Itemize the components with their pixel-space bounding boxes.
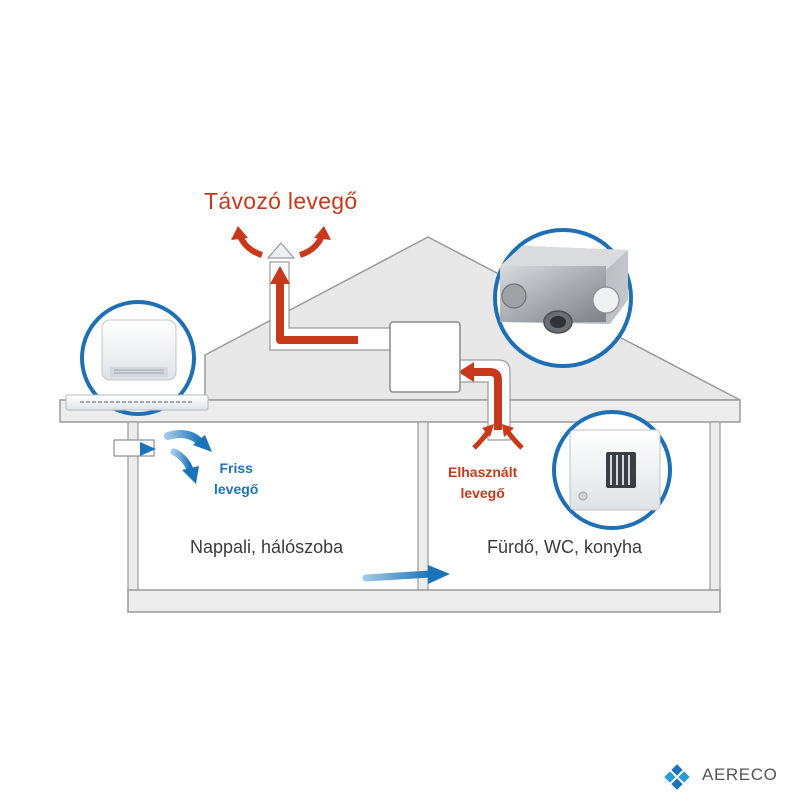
transfer-air-arrowhead	[428, 565, 450, 584]
duct-port-right	[592, 286, 620, 314]
extract-inlet-arrowhead-left	[482, 424, 494, 437]
floor-slab	[127, 589, 721, 613]
exhaust-arrowhead-left	[231, 226, 248, 240]
extract-inlet-arrow-right	[506, 430, 524, 450]
center-wall	[417, 421, 429, 593]
ventilation-unit-callout	[493, 228, 633, 368]
duct-port-left	[501, 283, 527, 309]
room-label-living: Nappali, hálószoba	[190, 537, 344, 557]
ventilation-unit	[389, 321, 461, 393]
extract-inlet-arrow-left	[472, 430, 490, 450]
aereco-logo-icon	[664, 764, 690, 790]
exhaust-flow-arrow	[276, 280, 358, 344]
right-wall	[709, 421, 721, 593]
exhaust-flow-arrowhead	[270, 266, 290, 284]
fresh-air-label: Friss levegő	[214, 458, 258, 500]
room-label-wet: Fürdő, WC, konyha	[487, 537, 643, 557]
exhaust-arrow-right	[299, 234, 325, 258]
fresh-air-swoosh-lower	[170, 448, 194, 474]
exhaust-air-label: Távozó levegő	[204, 188, 358, 214]
extract-inlet-arrowhead-right	[502, 424, 514, 437]
extract-flow-arrow	[470, 368, 502, 430]
fresh-air-label-line1: Friss	[219, 460, 253, 476]
exhaust-arrowhead-right	[314, 226, 331, 240]
air-inlet-callout	[80, 300, 196, 416]
fresh-air-swoosh-upper	[164, 430, 204, 446]
fresh-air-swoosh-upper-head	[193, 435, 212, 452]
used-air-label-line2: levegő	[460, 485, 505, 501]
fresh-air-inlet-arrowhead	[140, 442, 156, 456]
roof-outlet	[266, 242, 296, 259]
used-air-label: Elhasznált levegő	[448, 462, 517, 504]
sensor-indicator	[578, 491, 588, 501]
transfer-air-arrow	[362, 570, 434, 582]
brand-name: AERECO	[702, 765, 778, 784]
ceiling-band	[59, 399, 741, 423]
extract-flow-arrowhead	[458, 362, 474, 382]
air-inlet-grille	[110, 367, 168, 377]
exhaust-arrow-left	[237, 234, 263, 258]
fresh-air-swoosh-lower-head	[182, 466, 199, 484]
fresh-air-label-line2: levegő	[214, 481, 259, 497]
extract-grille-callout	[552, 410, 672, 530]
used-air-label-line1: Elhasznált	[448, 464, 518, 480]
